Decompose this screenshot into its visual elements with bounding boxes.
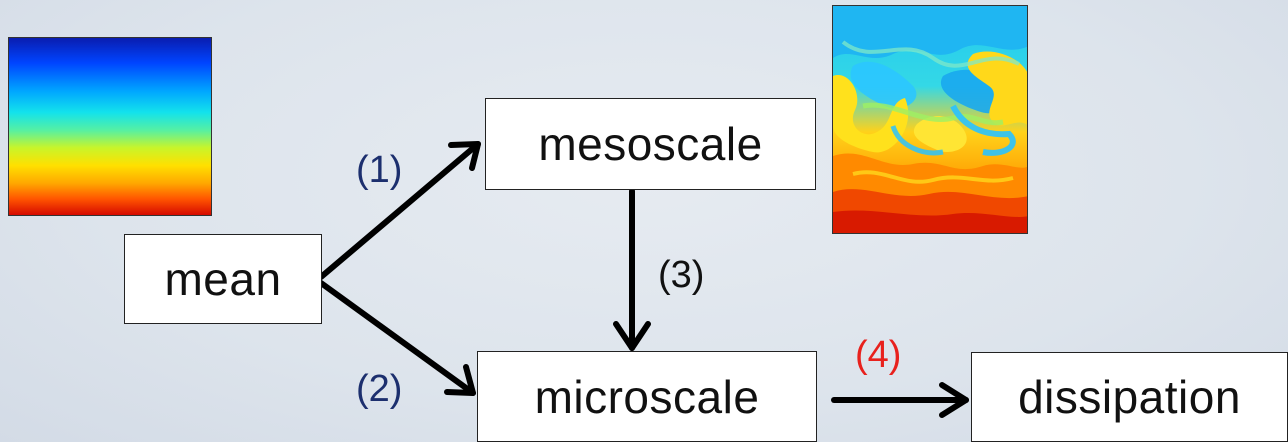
- mesoscale-turbulence-image: [832, 5, 1028, 234]
- node-mean-label: mean: [164, 253, 282, 305]
- node-dissipation-label: dissipation: [1018, 371, 1241, 423]
- edge-label-1: (1): [356, 149, 403, 191]
- turbulence-field-svg: [833, 6, 1027, 233]
- arrow-mean-to-microscale: [318, 280, 476, 396]
- node-microscale: microscale: [477, 351, 817, 442]
- node-mesoscale: mesoscale: [485, 98, 816, 190]
- node-mesoscale-label: mesoscale: [538, 118, 763, 170]
- edge-label-2: (2): [356, 368, 403, 410]
- arrow-microscale-to-dissipation: [831, 382, 969, 418]
- edge-label-4: (4): [855, 334, 902, 376]
- node-dissipation: dissipation: [971, 352, 1288, 442]
- mean-field-colormap-image: [8, 37, 212, 216]
- arrow-mesoscale-to-microscale: [613, 188, 651, 351]
- node-mean: mean: [124, 234, 322, 324]
- node-microscale-label: microscale: [534, 370, 760, 423]
- edge-label-3: (3): [658, 254, 705, 296]
- arrow-mean-to-mesoscale: [318, 141, 481, 280]
